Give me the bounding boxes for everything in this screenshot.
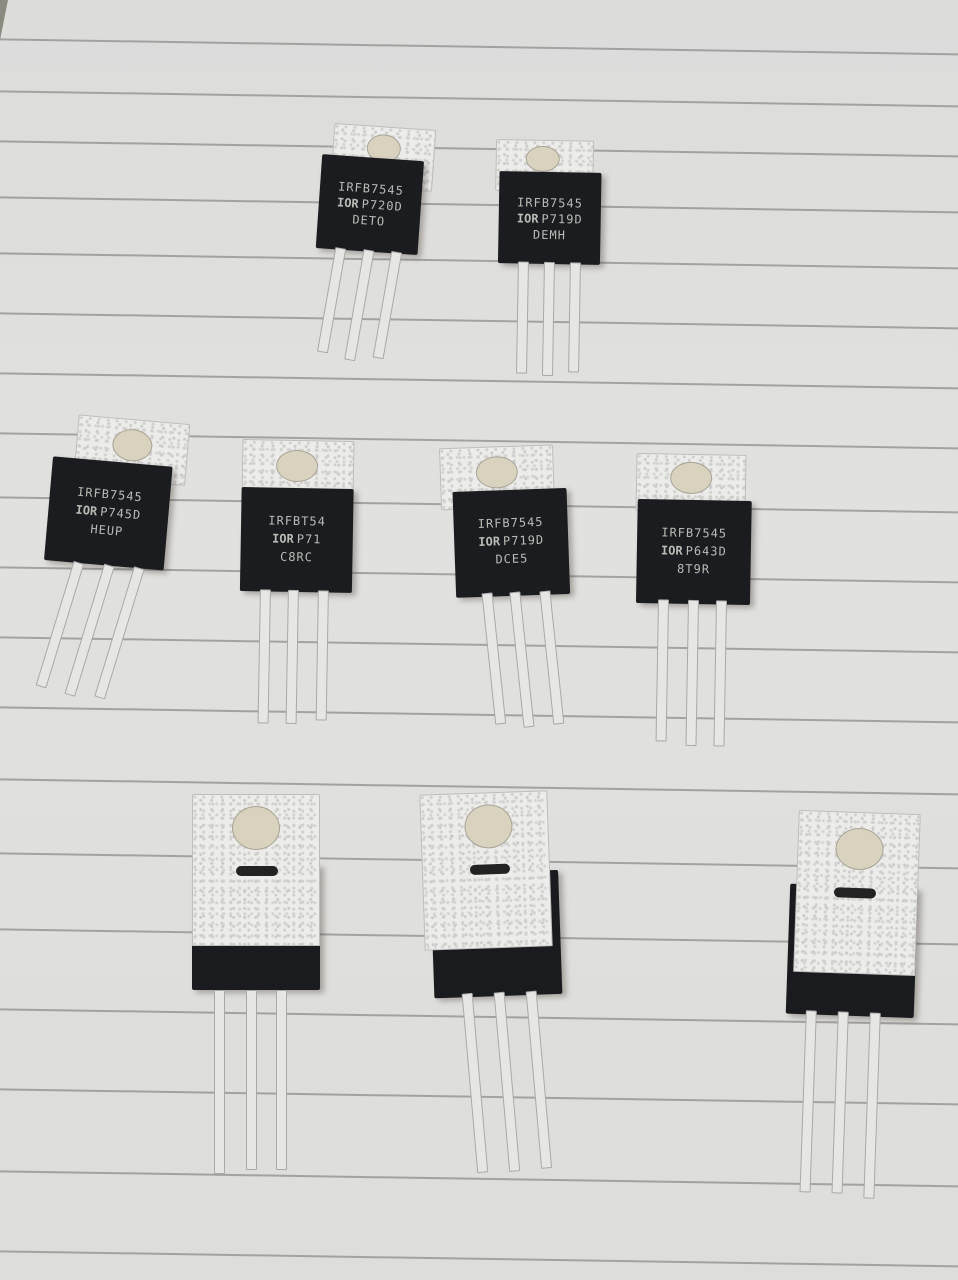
part-number: IRFB7545 <box>661 525 728 541</box>
lead-drain <box>344 249 375 362</box>
lead-drain <box>285 589 299 725</box>
lot-code: C8RC <box>279 549 314 565</box>
back-slot <box>236 866 278 876</box>
lead-source <box>372 250 403 360</box>
lead-gate <box>481 592 507 725</box>
lead-gate <box>257 589 271 724</box>
ior-logo: IOR <box>271 531 294 546</box>
part-number: IRFB7545 <box>477 514 544 532</box>
lot-code: DCE5 <box>495 551 529 567</box>
lead-source <box>568 262 581 373</box>
lead-source <box>315 590 329 721</box>
lead-gate <box>655 599 670 742</box>
part-number: IRFBT54 <box>268 513 327 529</box>
heatsink-tab <box>192 794 320 946</box>
lead-gate <box>461 992 489 1174</box>
lot-code: DEMH <box>532 227 567 243</box>
lead-gate <box>214 990 225 1174</box>
lead-source <box>713 600 728 747</box>
ior-logo: IOR <box>516 211 539 226</box>
lead-source <box>539 590 565 725</box>
ior-logo: IOR <box>660 543 683 558</box>
lot-code: 8T9R <box>676 561 711 577</box>
lead-drain <box>685 599 700 747</box>
lead-source <box>276 990 287 1170</box>
transistor-7-back <box>190 794 330 1179</box>
lead-drain <box>831 1011 849 1194</box>
lead-drain <box>246 990 257 1170</box>
lead-source <box>863 1012 881 1199</box>
transistor-9-back <box>779 809 933 1205</box>
lead-drain <box>541 261 555 377</box>
table-corner <box>0 0 8 40</box>
ior-logo: IOR <box>478 534 501 550</box>
back-slot <box>833 887 877 899</box>
lead-drain <box>509 591 535 728</box>
mounting-hole <box>232 806 280 850</box>
lead-source <box>525 990 553 1169</box>
lead-gate <box>516 261 529 374</box>
ior-logo: IOR <box>336 195 360 211</box>
transistor-8-back <box>419 789 582 1179</box>
part-number: IRFB7545 <box>516 195 584 211</box>
ior-logo: IOR <box>75 502 98 519</box>
lead-gate <box>799 1010 817 1193</box>
lead-gate <box>316 247 347 354</box>
lead-drain <box>493 991 521 1172</box>
back-slot <box>469 863 511 876</box>
